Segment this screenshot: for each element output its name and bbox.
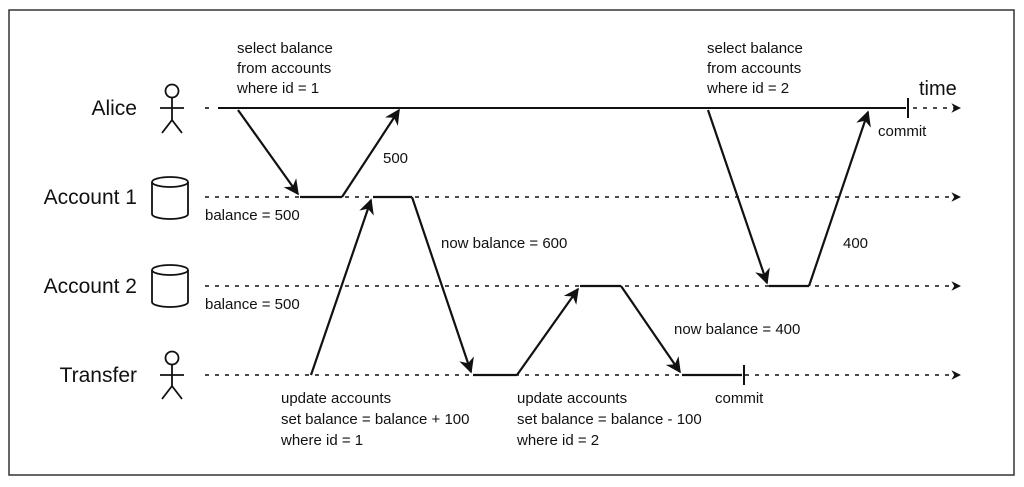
account-2-balance: balance = 500 bbox=[205, 296, 300, 313]
read-value-400: 400 bbox=[843, 235, 868, 252]
alice-commit-label: commit bbox=[878, 123, 927, 140]
row-label-alice: Alice bbox=[91, 97, 137, 120]
alice-read-account-2 bbox=[706, 109, 871, 288]
transfer-update-1-line-2: set balance = balance + 100 bbox=[281, 411, 469, 428]
person-icon bbox=[160, 350, 184, 400]
account-1-balance: balance = 500 bbox=[205, 207, 300, 224]
row-label-transfer: Transfer bbox=[60, 364, 137, 387]
transfer-update-2-line-3: where id = 2 bbox=[516, 432, 599, 449]
row-label-account-2: Account 2 bbox=[44, 275, 137, 298]
transfer-update-2-line-2: set balance = balance - 100 bbox=[517, 411, 702, 428]
transfer-update-account-1 bbox=[309, 195, 517, 377]
alice-read-account-1 bbox=[237, 108, 400, 199]
alice-query-2-line-2: from accounts bbox=[707, 60, 801, 77]
alice-query-2-line-1: select balance bbox=[707, 40, 803, 57]
row-label-account-1: Account 1 bbox=[44, 186, 137, 209]
person-icon bbox=[160, 83, 184, 134]
transfer-update-1-line-3: where id = 1 bbox=[280, 432, 363, 449]
alice-query-1-line-3: where id = 1 bbox=[236, 80, 319, 97]
transfer-commit-label: commit bbox=[715, 390, 764, 407]
alice-query-2-line-3: where id = 2 bbox=[706, 80, 789, 97]
account-2-new-balance: now balance = 400 bbox=[674, 321, 800, 338]
alice-query-1-line-1: select balance bbox=[237, 40, 333, 57]
alice-query-1-line-2: from accounts bbox=[237, 60, 331, 77]
transfer-update-2-line-1: update accounts bbox=[517, 390, 627, 407]
time-label: time bbox=[919, 78, 957, 100]
transfer-update-account-2 bbox=[516, 284, 742, 377]
diagram-border bbox=[8, 9, 1015, 476]
transfer-update-1-line-1: update accounts bbox=[281, 390, 391, 407]
read-value-500: 500 bbox=[383, 150, 408, 167]
timeline-transfer bbox=[205, 365, 961, 385]
database-icon bbox=[151, 176, 189, 220]
account-1-new-balance: now balance = 600 bbox=[441, 235, 567, 252]
database-icon bbox=[151, 264, 189, 308]
timeline-alice bbox=[205, 98, 961, 118]
